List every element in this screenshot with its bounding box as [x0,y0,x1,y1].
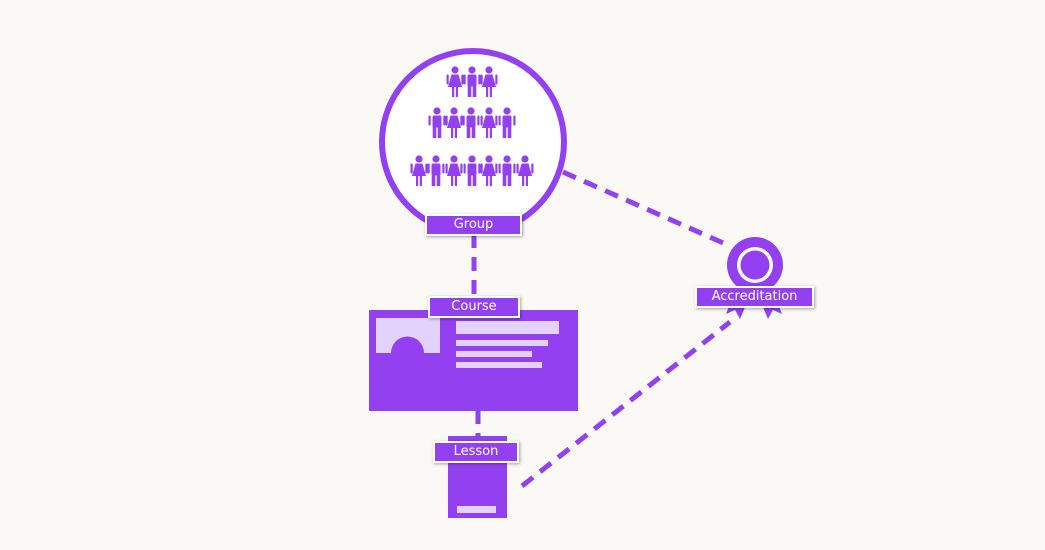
group-node [379,48,567,236]
accreditation-label: Accreditation [695,286,814,308]
connector-lesson-accreditation [520,320,732,488]
connector-group-accreditation [561,169,732,249]
course-label: Course [428,296,520,318]
lesson-label: Lesson [433,441,519,463]
group-label: Group [425,214,522,236]
course-card-icon [369,310,578,411]
